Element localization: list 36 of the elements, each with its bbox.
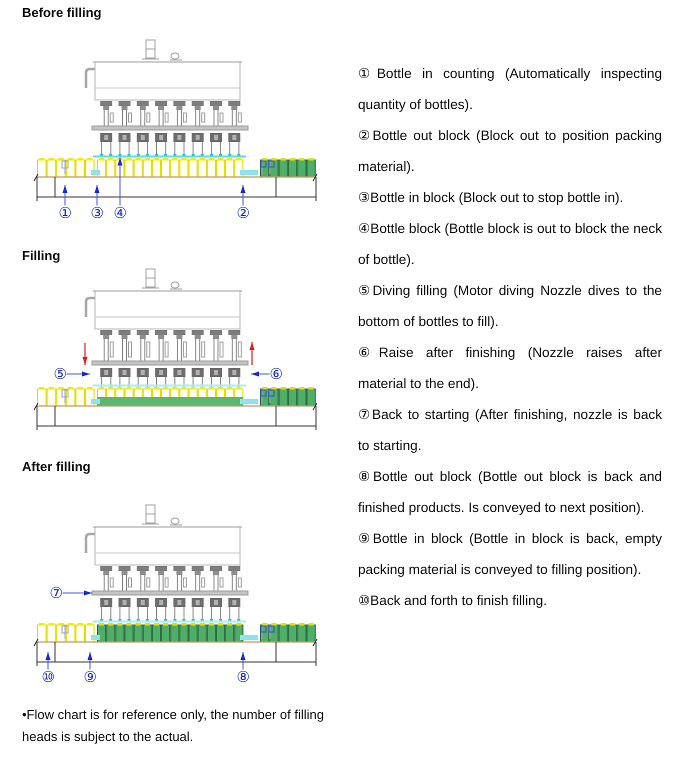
section-heading: Before filling [22,5,102,21]
leader-line [88,652,92,670]
callout-number: ⑥ [270,366,283,382]
step-description: ⑨Bottle in block (Bottle in block is back, empty packing material is conveyed to filling position). [358,530,662,579]
step-description: ⑤Diving filling (Motor diving Nozzle dives to the bottom of bottles to fill). [358,282,662,331]
callout-number: ④ [114,206,127,220]
leader-line [46,652,50,670]
callout-number: ⑨ [84,670,97,684]
step-description: ②Bottle out block (Block out to position packing material). [358,127,662,176]
step-description: ⑥Raise after finishing (Nozzle raises after material to the end). [358,344,662,393]
callout-number: ② [236,206,250,220]
leader-line [250,372,270,376]
step-description: ④Bottle block (Bottle block is out to block the neck of bottle). [358,220,662,269]
leader-line [66,372,90,376]
leader-line [62,590,92,596]
nozzle-rail [92,590,248,596]
leader-line [240,184,246,206]
guide-bar [93,156,246,158]
callout-number: ⑦ [50,586,63,600]
step-description: ③Bottle in block (Block out to stop bottle in). [358,189,624,207]
step-description: ⑧Bottle out block (Bottle out block is back and finished products. Is conveyed to next position). [358,468,662,517]
leader-line [94,184,100,206]
callout-number: ⑩ [42,670,55,684]
step-description: ⑩Back and forth to finish filling. [358,592,548,610]
callout-number: ① [58,206,72,220]
step-description: ⑦Back to starting (After finishing, nozzle is back to starting. [358,406,662,455]
footnote: •Flow chart is for reference only, the number of filling heads is subject to the actual. [22,706,325,746]
callout-number: ⑤ [54,366,67,382]
step-description: ①Bottle in counting (Automatically inspecting quantity of bottles). [358,65,662,114]
section-heading: Filling [22,248,60,264]
section-heading: After filling [22,459,91,475]
leader-line [240,652,246,670]
callout-number: ③ [90,206,104,220]
leader-line [118,157,122,206]
leader-line [62,184,68,206]
callout-number: ⑧ [236,670,250,684]
